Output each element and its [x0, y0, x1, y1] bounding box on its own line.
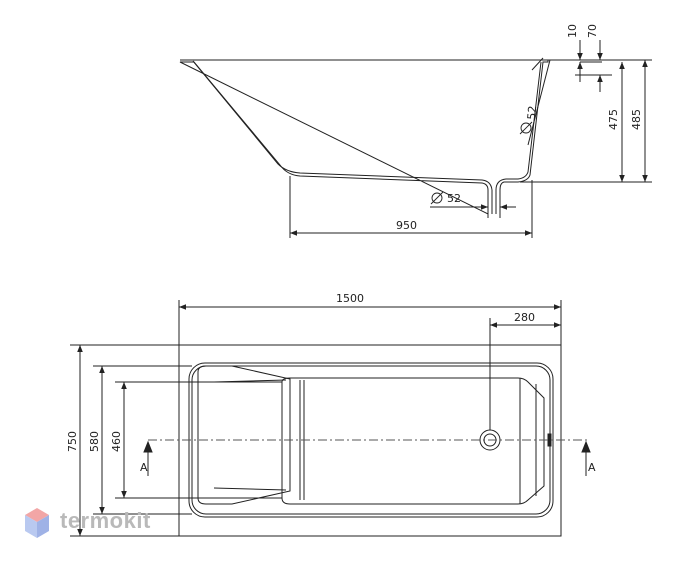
tub-profile-outer — [179, 59, 549, 215]
dim-580-label: 580 — [88, 431, 101, 452]
dim-10-label: 10 — [566, 24, 579, 38]
top-plan-view — [178, 344, 562, 537]
dim-950-label: 950 — [396, 219, 417, 232]
diameter-symbol — [520, 122, 532, 134]
termokit-logo-icon — [25, 508, 49, 538]
dim-70-label: 70 — [586, 24, 599, 38]
section-label-left: A — [140, 461, 148, 474]
dim-280-label: 280 — [514, 311, 535, 324]
dim-1500-label: 1500 — [336, 292, 364, 305]
diameter-symbol — [431, 192, 443, 204]
termokit-watermark: termokit — [60, 508, 151, 533]
backrest-slope — [197, 365, 291, 505]
tub-outer-rim — [178, 344, 562, 537]
overflow-marker — [527, 59, 551, 146]
dim-750-label: 750 — [66, 431, 79, 452]
dim-485-label: 485 — [630, 109, 643, 130]
dim-drain-label: 52 — [447, 192, 461, 205]
overflow-mark — [547, 433, 552, 447]
dim-overflow-label: 52 — [525, 105, 539, 120]
tub-profile-inner — [192, 60, 542, 214]
tub-bottom — [281, 377, 545, 505]
side-section-view — [179, 40, 652, 238]
section-label-right: A — [588, 461, 596, 474]
dim-475-label: 475 — [607, 109, 620, 130]
dim-460-label: 460 — [110, 431, 123, 452]
